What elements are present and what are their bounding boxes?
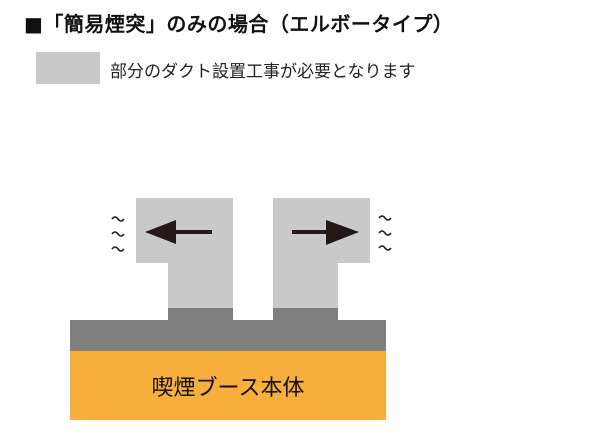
legend-swatch <box>36 52 100 84</box>
page-title: ■「簡易煙突」のみの場合（エルボータイプ） <box>24 12 454 36</box>
right-elbow-duct <box>273 198 370 321</box>
booth-body-label-text: 喫煙ブース本体 <box>151 375 305 401</box>
left-arrow-icon <box>145 220 212 244</box>
legend-text: 部分のダクト設置工事が必要となります <box>110 62 416 82</box>
left-smoke-icon <box>111 216 125 252</box>
booth-top-plate <box>70 320 386 351</box>
right-arrow-icon <box>292 220 359 245</box>
left-elbow-duct <box>136 198 233 321</box>
right-smoke-icon <box>378 215 392 251</box>
booth-body-label: 喫煙ブース本体 <box>70 351 386 420</box>
booth-body <box>70 351 386 420</box>
